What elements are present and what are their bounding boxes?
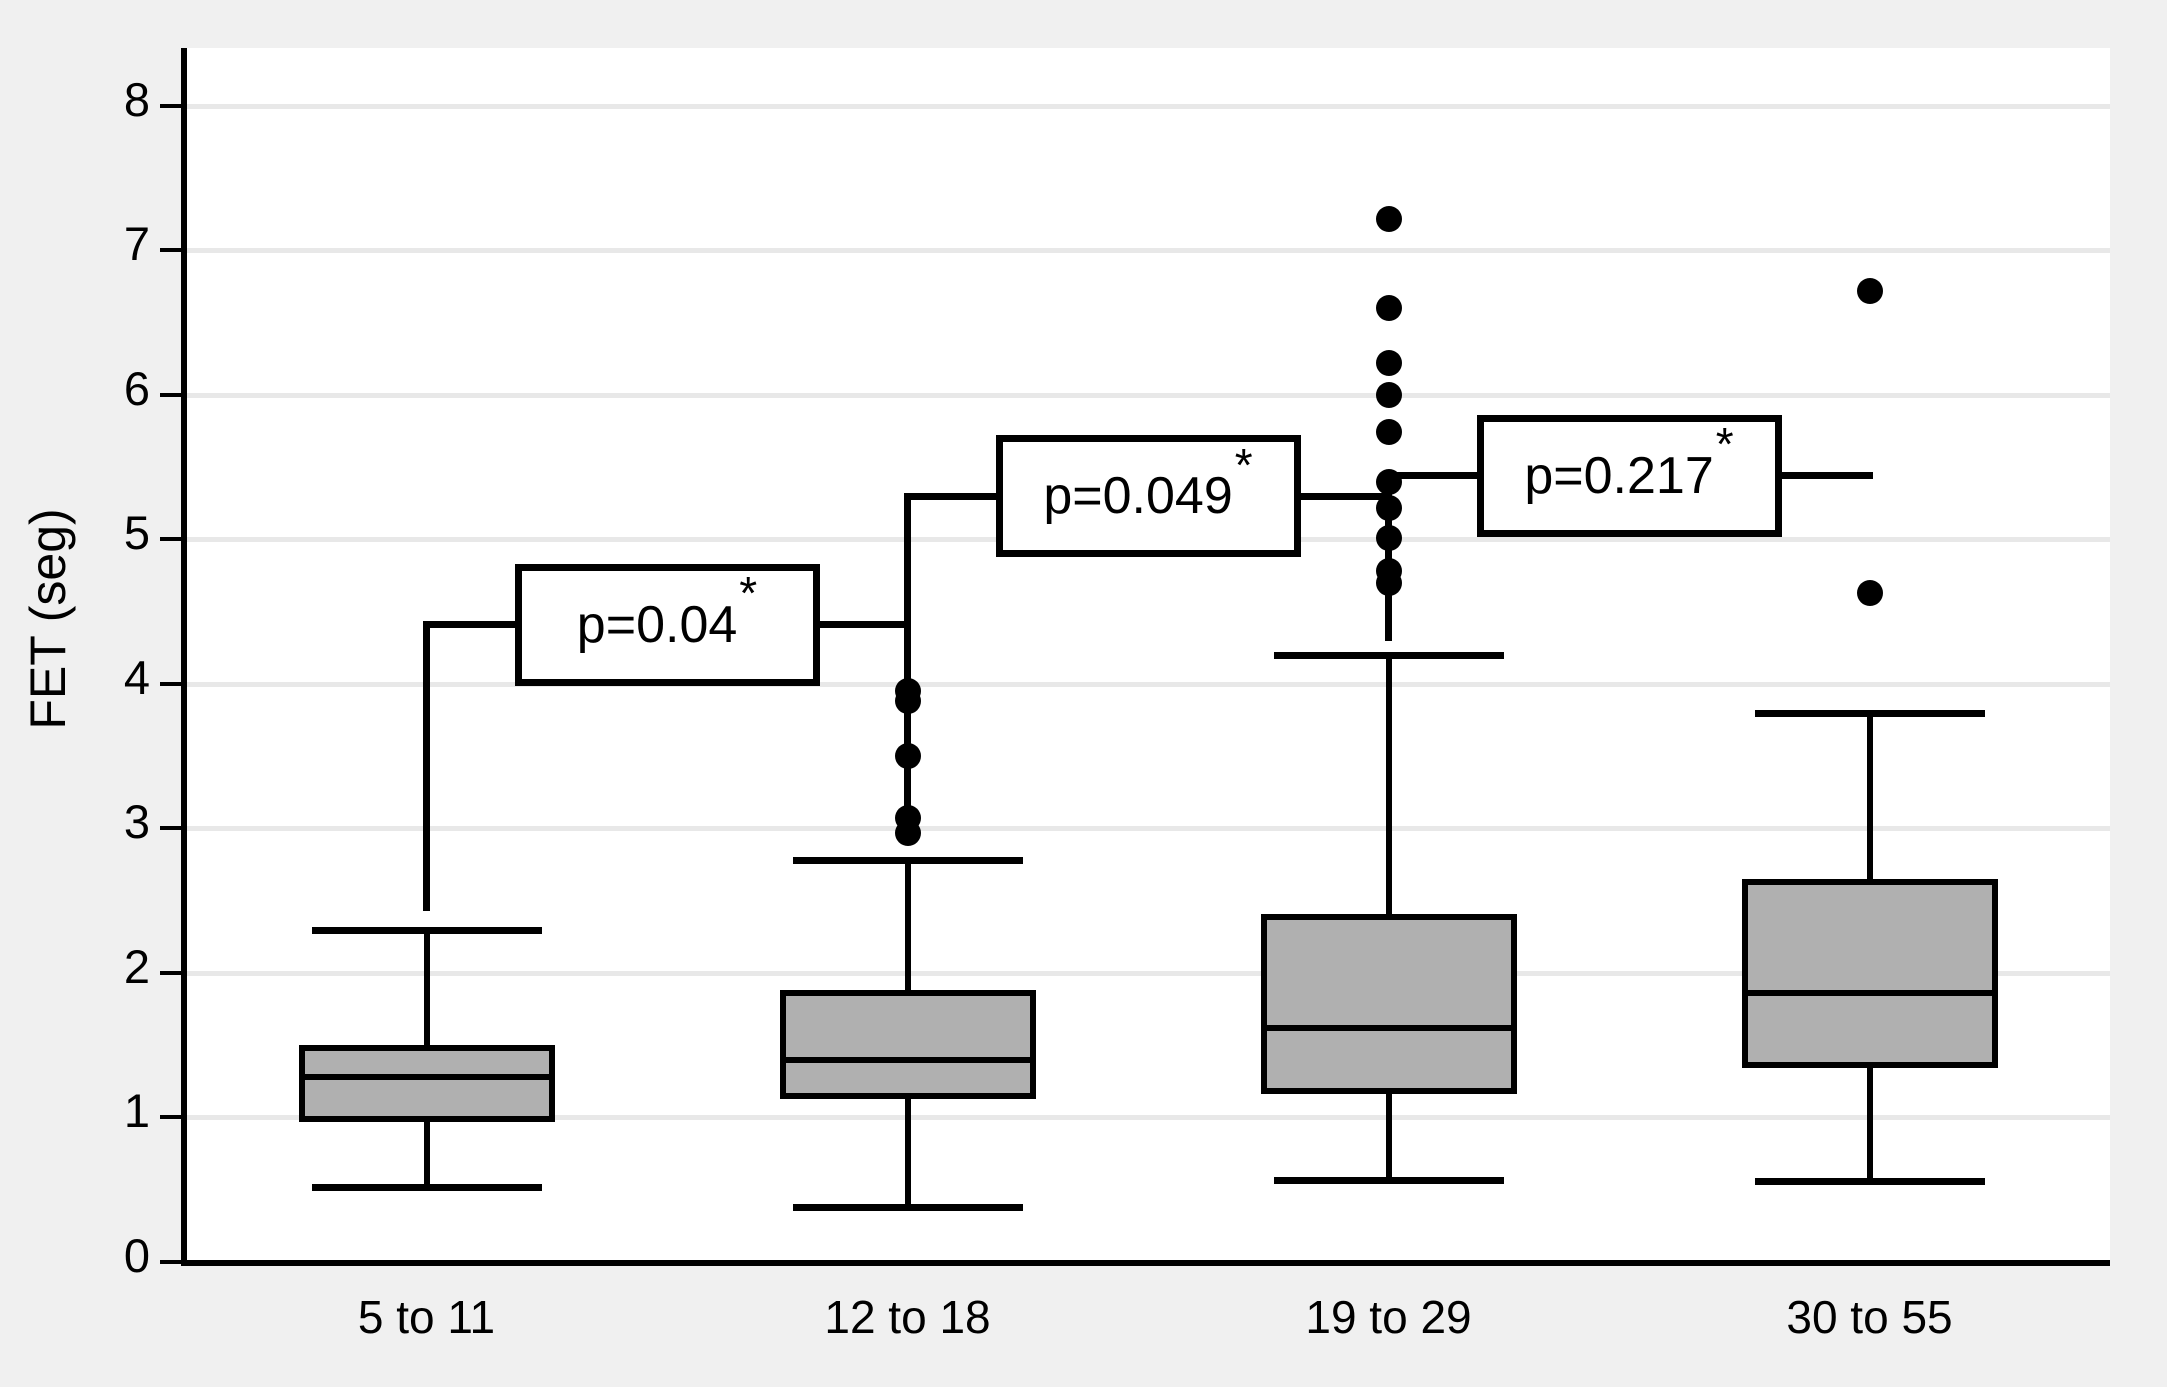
whisker-upper [423, 929, 430, 1046]
y-tick-mark [160, 103, 182, 108]
whisker-cap-lower [792, 1204, 1023, 1212]
whisker-cap-upper [311, 926, 542, 934]
y-tick-label: 4 [123, 650, 150, 704]
box-3 [1260, 913, 1517, 1095]
sig-bracket-left-stem-1 [423, 624, 430, 911]
whisker-lower [423, 1121, 430, 1187]
gridline [186, 681, 2110, 687]
median-line-2 [779, 1056, 1036, 1063]
outlier-point [1375, 419, 1402, 446]
whisker-cap-lower [1273, 1176, 1504, 1184]
y-tick-label: 2 [123, 939, 150, 993]
p-value-2-3-asterisk: * [1234, 438, 1253, 491]
x-tick-label-4: 30 to 55 [1786, 1291, 1953, 1343]
y-tick-mark [160, 681, 182, 686]
box-1 [298, 1045, 555, 1122]
outlier-point [1375, 295, 1402, 322]
x-tick-label-1: 5 to 11 [357, 1291, 496, 1343]
whisker-upper [1866, 712, 1873, 879]
y-tick-label: 7 [123, 217, 150, 271]
y-tick-label: 8 [123, 72, 150, 126]
y-tick-mark [160, 537, 182, 542]
y-tick-mark [160, 248, 182, 253]
sig-bracket-left-stem-2 [904, 496, 911, 836]
p-value-1-2-box: p=0.04* [514, 563, 820, 686]
y-axis-line [181, 48, 187, 1266]
gridline [186, 970, 2110, 976]
y-tick-mark [160, 826, 182, 831]
p-value-2-3-box: p=0.049* [995, 435, 1301, 558]
whisker-upper [1385, 655, 1392, 914]
x-axis-line [181, 1260, 2110, 1266]
y-tick-mark [160, 392, 182, 397]
y-tick-label: 3 [123, 795, 150, 849]
y-tick-label: 1 [123, 1084, 150, 1138]
y-tick-mark [160, 1260, 182, 1264]
y-tick-label: 0 [123, 1229, 150, 1282]
whisker-upper [904, 860, 911, 991]
whisker-lower [1866, 1068, 1873, 1182]
p-value-3-4-text: p=0.217* [1524, 418, 1734, 505]
whisker-cap-upper [1754, 709, 1985, 717]
whisker-lower [904, 1098, 911, 1208]
p-value-1-2-text: p=0.04* [576, 567, 758, 654]
whisker-cap-upper [1273, 652, 1504, 659]
outlier-point [1375, 350, 1402, 377]
y-tick-mark [160, 970, 182, 975]
p-value-1-2-asterisk: * [739, 567, 758, 620]
gridline [186, 392, 2110, 398]
p-value-3-4-box: p=0.217* [1476, 414, 1782, 537]
x-tick-label-2: 12 to 18 [824, 1291, 991, 1343]
box-4 [1741, 879, 1998, 1069]
whisker-cap-upper [792, 857, 1023, 865]
sig-bracket-left-stem-3 [1385, 475, 1392, 641]
outlier-point [1856, 579, 1883, 606]
y-tick-label: 6 [123, 361, 150, 415]
p-value-3-4-asterisk: * [1715, 418, 1734, 471]
p-value-2-3-text: p=0.049* [1043, 438, 1253, 526]
gridline [186, 103, 2110, 109]
gridline [186, 1115, 2110, 1121]
whisker-cap-lower [1754, 1178, 1985, 1186]
y-tick-mark [160, 1115, 182, 1120]
median-line-1 [298, 1074, 555, 1080]
gridline [186, 248, 2110, 254]
plot-area: p=0.04* p=0.049* p=0.217* [186, 48, 2110, 1262]
median-line-3 [1260, 1024, 1517, 1031]
y-tick-label: 5 [123, 506, 150, 560]
whisker-cap-lower [311, 1183, 542, 1191]
outlier-point [1375, 205, 1402, 232]
x-tick-label-3: 19 to 29 [1305, 1291, 1472, 1343]
box-2 [779, 990, 1036, 1099]
outlier-point [1856, 277, 1883, 304]
whisker-lower [1385, 1094, 1392, 1180]
outlier-point [1375, 381, 1402, 408]
gridline [186, 826, 2110, 832]
median-line-4 [1741, 990, 1998, 997]
y-axis-title: FET (seg) [20, 508, 76, 730]
